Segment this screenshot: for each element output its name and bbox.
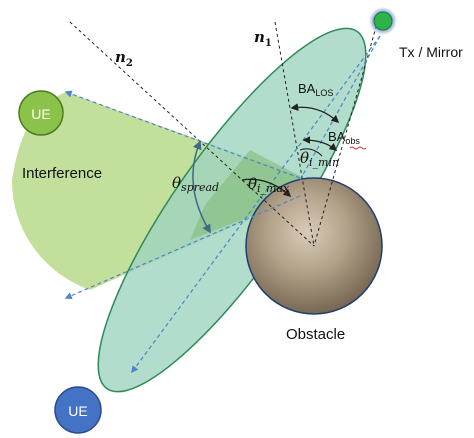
interference-label: Interference (22, 165, 102, 182)
n2-label: n2 (115, 48, 133, 69)
ue-top-label: UE (31, 106, 50, 122)
normal-n2-line (69, 21, 315, 247)
ba-obs-arc (302, 136, 338, 151)
obstacle-label: Obstacle (286, 326, 345, 343)
overlap-region (190, 150, 300, 240)
theta-spread-label: θspread (172, 174, 219, 194)
n1-label: n1 (254, 28, 272, 49)
tx-node (373, 11, 393, 31)
theta-imax-label: θi_max (248, 175, 290, 195)
theta-imax-arc (241, 178, 292, 198)
ue-bottom-node (54, 386, 102, 434)
ue-top-node (18, 90, 64, 136)
ba-los-label: BALOS (298, 81, 333, 98)
theta-imin-label: θi_min (300, 149, 339, 169)
ba-los-arc (290, 103, 340, 124)
ray-bottom-left (64, 195, 301, 299)
ba-obs-label: BAobs (328, 129, 360, 146)
obs-underline (349, 146, 367, 150)
normal-n1-line (274, 21, 315, 247)
interference-region (12, 92, 300, 290)
tx-label: Tx / Mirror (399, 44, 463, 60)
theta-imin-arc (299, 148, 323, 157)
ue-bottom-label: UE (68, 403, 87, 419)
theta-spread-arc (192, 140, 211, 234)
